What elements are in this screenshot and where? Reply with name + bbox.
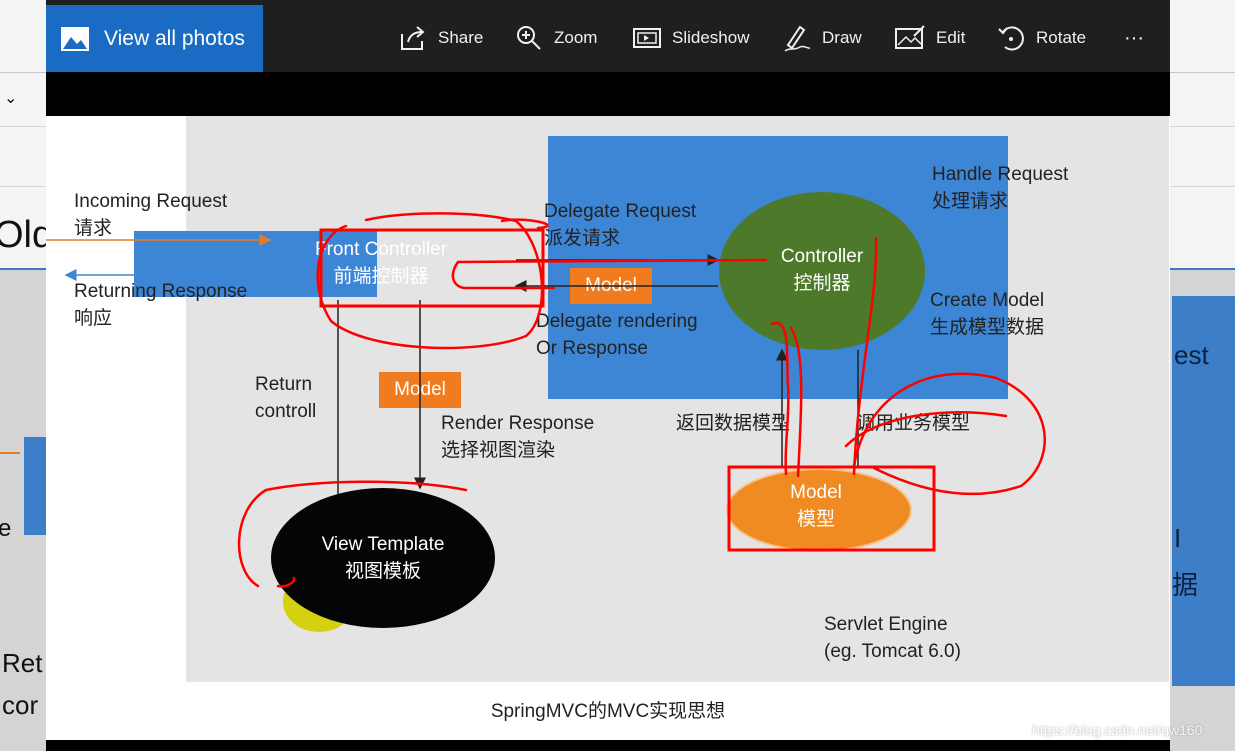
bg-heading-fragment: Old [0,214,54,256]
slideshow-icon [633,28,661,48]
servlet-engine-label: Servlet Engine(eg. Tomcat 6.0) [824,614,961,662]
rotate-label: Rotate [1036,28,1087,47]
view-template-ellipse [271,488,495,628]
share-button[interactable]: Share [398,22,483,54]
more-icon: ··· [1124,26,1144,49]
slide-caption: SpringMVC的MVC实现思想 [490,701,726,722]
bg-text-fragment: Ret [2,648,43,678]
bg-text-fragment: 据 [1172,570,1199,600]
draw-button[interactable]: Draw [782,22,862,54]
bg-dropdown-caret[interactable]: ⌄ [4,90,18,107]
model-ellipse [726,468,912,552]
red-annotations [237,212,1046,588]
draw-label: Draw [822,28,862,47]
slideshow-label: Slideshow [672,28,750,47]
share-label: Share [438,28,484,47]
csdn-watermark: https://blog.csdn.net/qw160 [1032,722,1203,738]
photos-icon [61,26,89,51]
rotate-icon [998,26,1024,51]
zoom-icon [517,26,541,50]
call-business-model-label: 调用业务模型 [856,413,971,434]
photo-bottom-letterbox [46,740,1170,751]
view-all-photos-label: View all photos [104,26,245,50]
rotate-button[interactable]: Rotate [996,22,1086,54]
edit-icon [895,25,925,49]
bg-text-fragment: e [0,515,12,542]
photo-top-letterbox [46,72,1170,116]
zoom-button[interactable]: Zoom [514,22,597,54]
share-icon [401,26,425,50]
bg-text-fragment: cor [2,690,39,720]
edit-label: Edit [936,28,966,47]
photos-window: View all photos Share Zoom Slideshow Dra… [46,0,1170,751]
view-all-photos-button[interactable]: View all photos [46,5,263,72]
bg-text-fragment: I [1174,523,1182,553]
edit-button[interactable]: Edit [894,22,965,54]
front-controller-box [134,231,377,297]
return-data-model-label: 返回数据模型 [676,413,791,434]
zoom-label: Zoom [554,28,598,47]
controller-ellipse [719,192,925,350]
draw-icon [784,25,811,52]
photos-toolbar: View all photos Share Zoom Slideshow Dra… [46,0,1170,72]
more-button[interactable]: ··· [1124,22,1144,54]
bg-text-fragment: est [1174,340,1209,370]
slideshow-button[interactable]: Slideshow [632,22,750,54]
